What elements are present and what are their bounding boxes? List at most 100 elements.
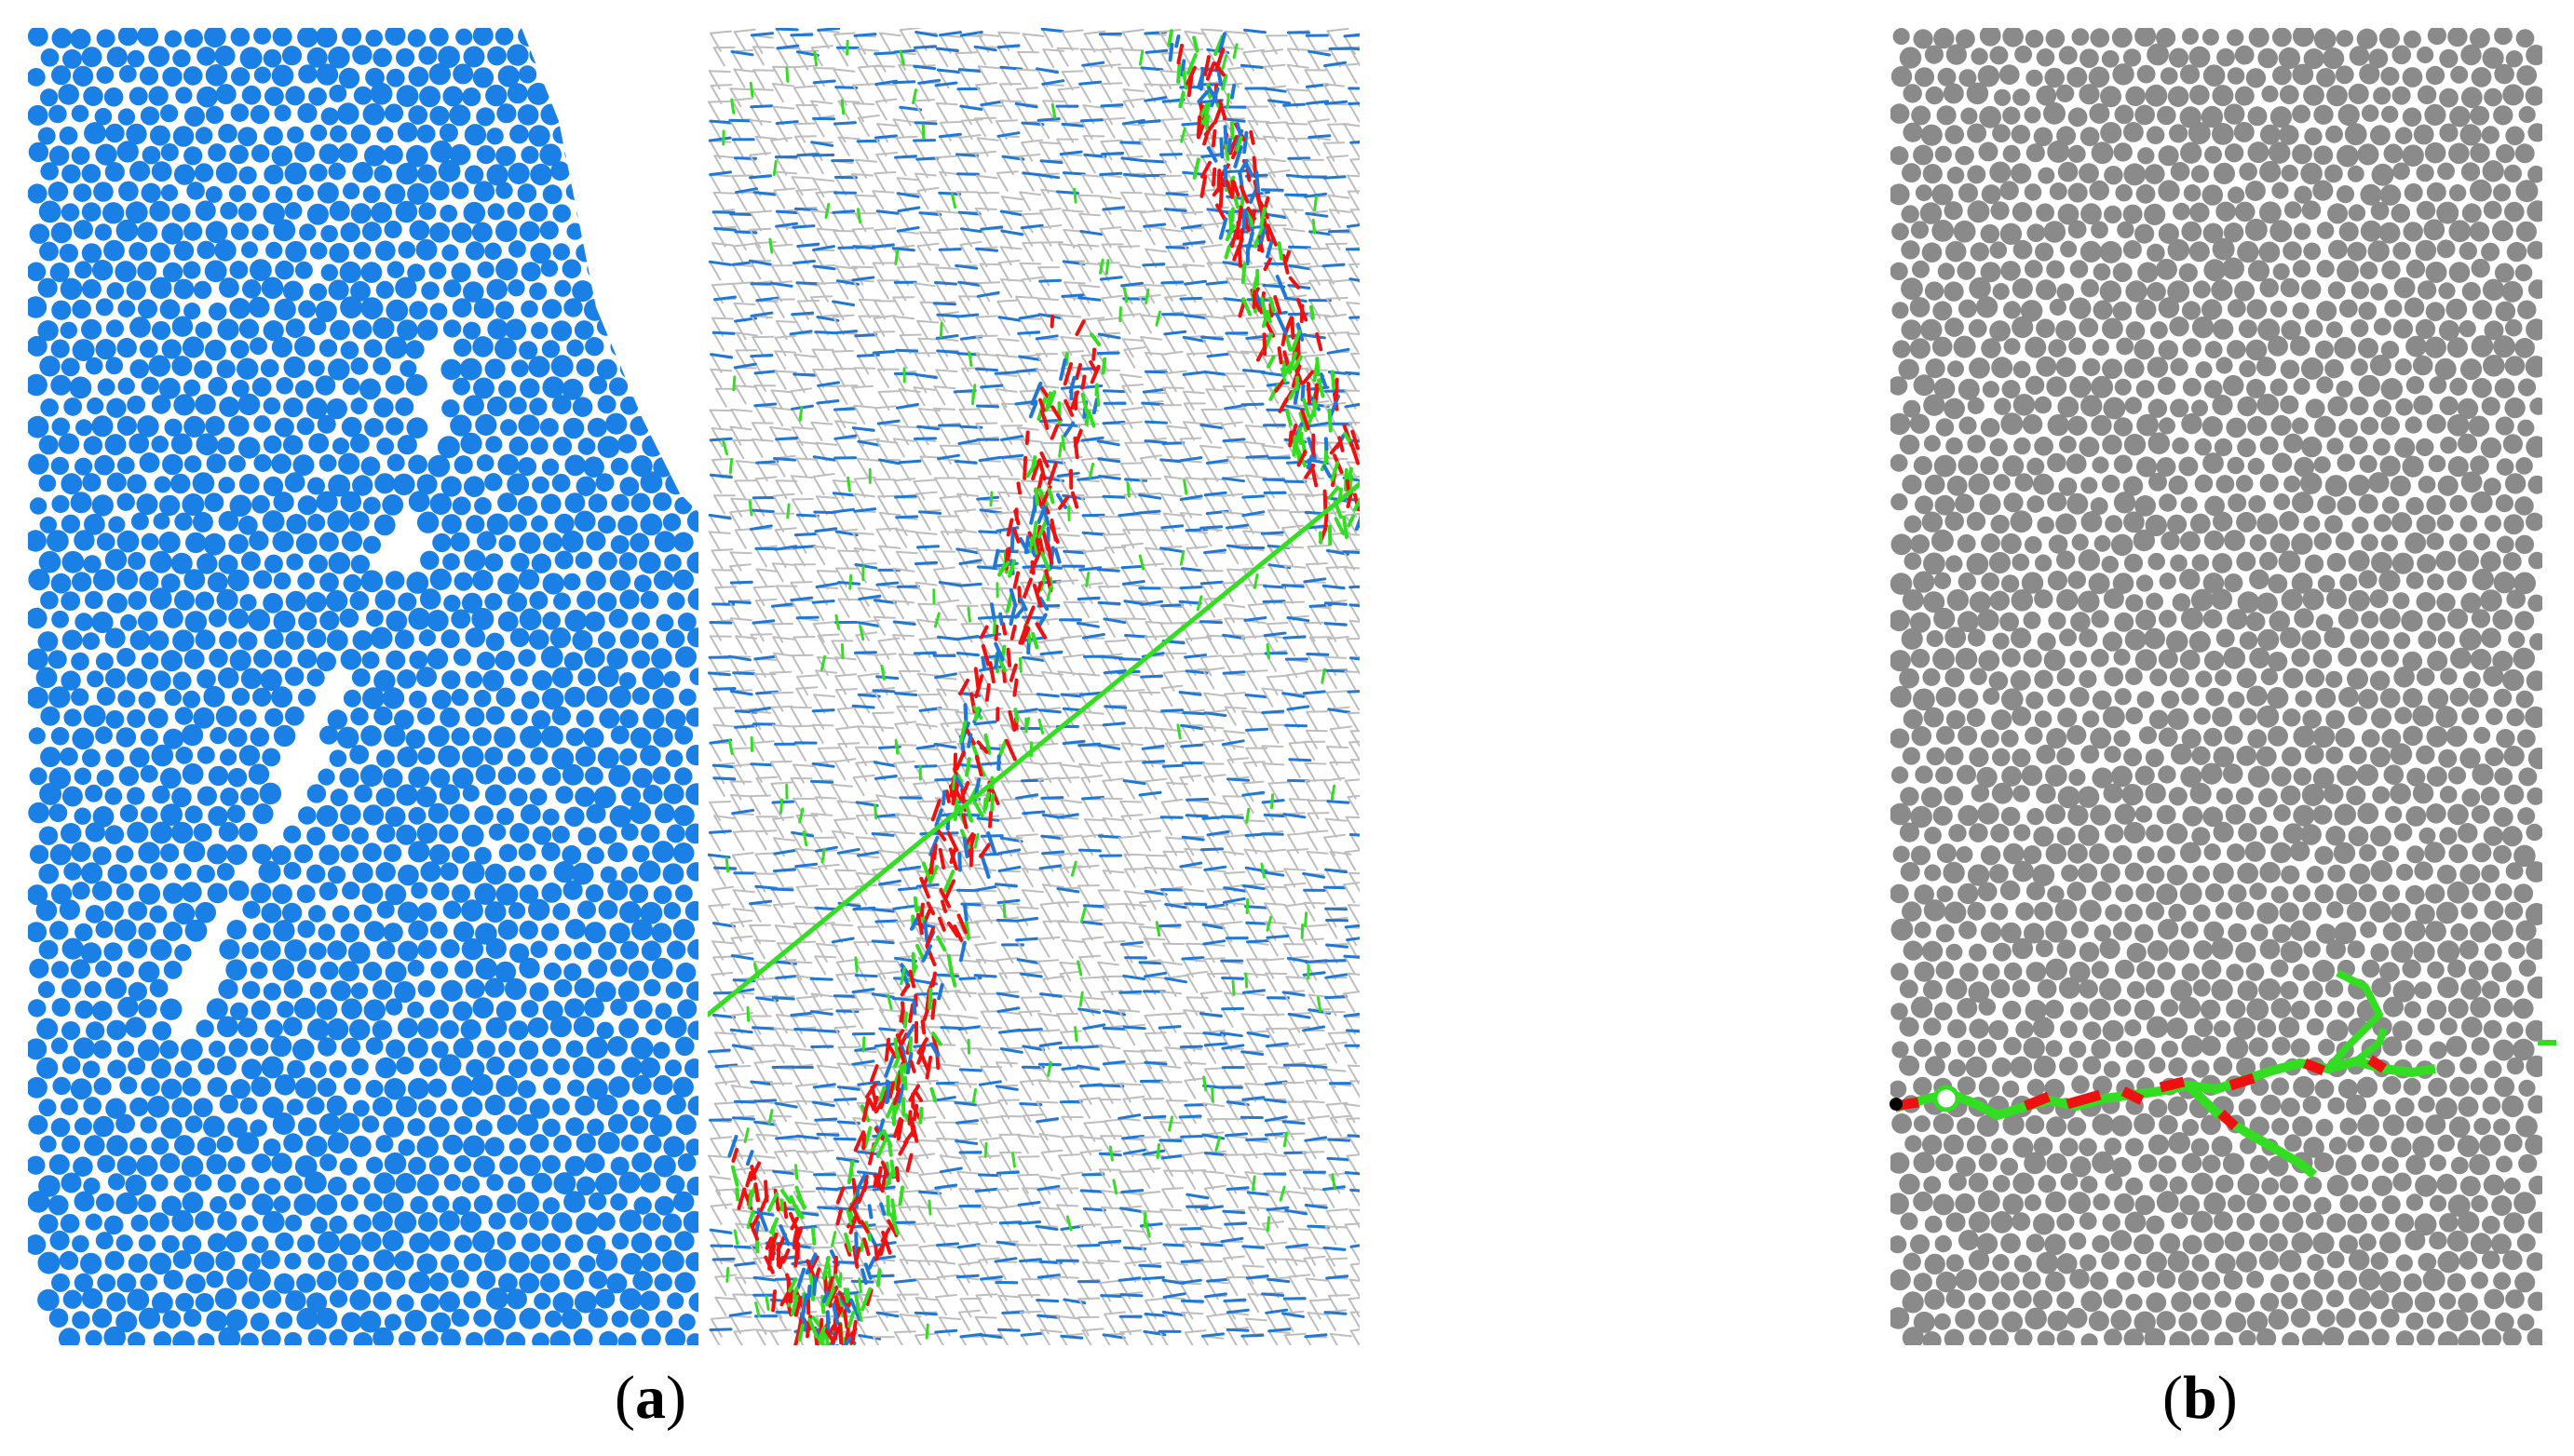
particle (419, 588, 441, 610)
contact-segment (1287, 157, 1300, 178)
contact-segment (975, 84, 988, 104)
particle (106, 398, 127, 418)
particle (663, 902, 682, 920)
contact-segment (1164, 294, 1187, 299)
particle (452, 845, 470, 864)
particle (563, 298, 583, 317)
contact-segment (851, 173, 874, 177)
contact-segment (775, 28, 799, 32)
particle (541, 1233, 562, 1253)
contact-segment (1000, 195, 1023, 201)
particle (393, 473, 415, 496)
contact-segment (1078, 83, 1091, 103)
particle (440, 979, 463, 1003)
particle (584, 647, 605, 668)
particle (595, 201, 616, 222)
particle (641, 940, 662, 962)
particle (427, 802, 449, 824)
particle (593, 786, 616, 809)
particle (264, 126, 283, 146)
contact-segment (793, 123, 806, 143)
particle (329, 749, 347, 767)
particle (518, 569, 540, 590)
particle (158, 377, 181, 399)
contact-segment (1183, 373, 1196, 394)
contact-segment (1348, 47, 1360, 51)
particle (427, 454, 451, 478)
contact-segment (1019, 191, 1042, 196)
particle (183, 66, 203, 86)
contact-segment (1078, 80, 1103, 86)
contact-segment (1042, 48, 1065, 52)
contact-segment (794, 533, 807, 554)
contact-segment (895, 348, 919, 353)
contact-segment (793, 353, 806, 373)
contact-segment (958, 582, 982, 587)
contact-segment (754, 135, 767, 155)
contact-segment (918, 637, 942, 640)
particle (329, 1328, 348, 1345)
particle (160, 843, 180, 863)
particle (360, 725, 382, 747)
particle (308, 317, 327, 336)
contact-segment (936, 227, 959, 232)
contact-segment (1263, 424, 1276, 444)
particle (183, 415, 206, 438)
contact-segment (1323, 622, 1348, 627)
particle (274, 1074, 296, 1096)
contact-segment (1179, 512, 1202, 517)
particle (507, 44, 529, 66)
particle (48, 145, 70, 166)
contact-segment (727, 654, 752, 662)
contact-segment (1103, 118, 1116, 139)
contact-segment (1121, 580, 1145, 586)
particle (229, 1193, 247, 1210)
particle (386, 299, 409, 322)
contact-segment (1122, 583, 1135, 603)
contact-segment (1119, 373, 1132, 394)
particle (685, 164, 698, 182)
contact-segment (1306, 100, 1330, 105)
particle (327, 866, 346, 884)
contact-segment (1263, 135, 1276, 155)
contact-segment (996, 338, 1020, 342)
particle (484, 242, 502, 261)
particle (343, 182, 360, 200)
particle (633, 1196, 652, 1215)
particle (92, 846, 112, 866)
particle (365, 1037, 384, 1055)
particle (684, 46, 698, 69)
contact-segment (1280, 584, 1305, 588)
particle (83, 1097, 102, 1115)
contact-segment (711, 602, 725, 623)
particle (673, 532, 694, 553)
particle (370, 82, 393, 105)
particle (552, 126, 571, 144)
particle (618, 1171, 641, 1193)
contact-segment (857, 116, 870, 137)
contact-segment (769, 426, 793, 431)
contact-segment (729, 563, 752, 568)
contact-segment (878, 32, 891, 52)
particle (284, 472, 305, 493)
contact-segment (713, 688, 725, 708)
contact-segment (1266, 674, 1289, 679)
contact-segment (895, 515, 919, 519)
contact-segment (775, 320, 798, 323)
contact-segment (1042, 48, 1055, 69)
particle (406, 144, 428, 168)
contact-segment (1324, 316, 1337, 336)
particle (128, 1057, 146, 1075)
particle (521, 300, 538, 318)
particle (91, 260, 114, 281)
particle (272, 883, 292, 905)
particle (584, 997, 604, 1018)
contact-segment (1349, 656, 1360, 676)
particle (620, 866, 639, 884)
particle (91, 611, 114, 634)
particle (496, 1193, 517, 1214)
particle (48, 1153, 70, 1175)
particle (237, 202, 257, 222)
particle (340, 296, 363, 319)
contact-segment (711, 242, 734, 247)
